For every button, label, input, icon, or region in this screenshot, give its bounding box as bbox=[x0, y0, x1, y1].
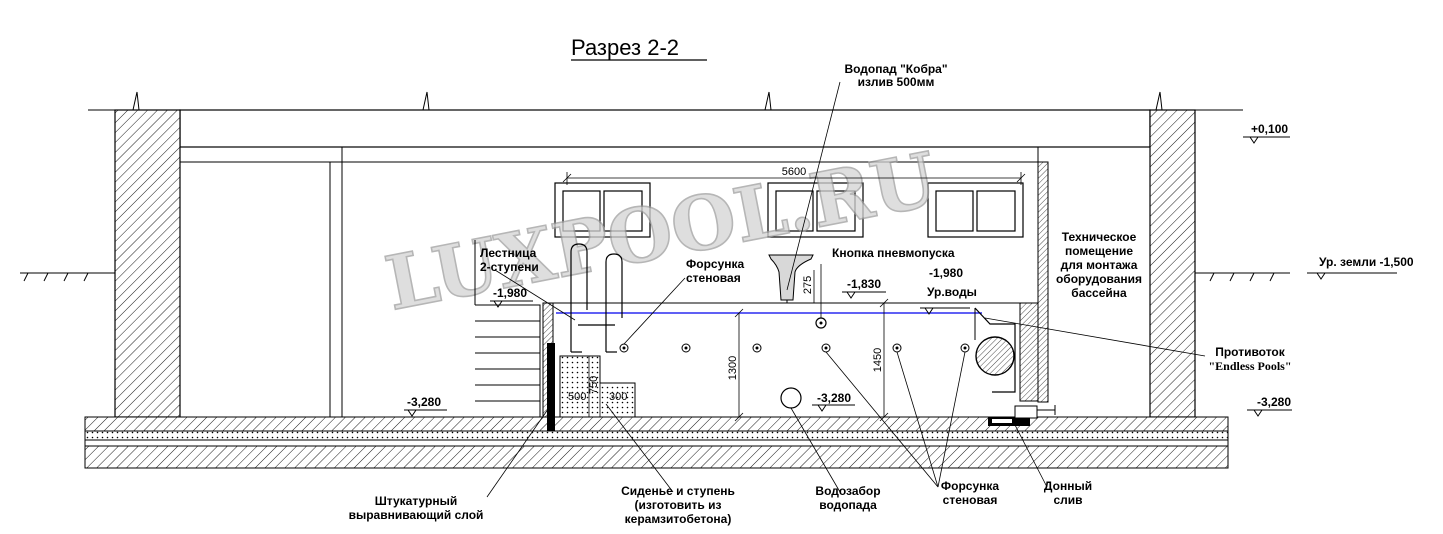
level-pool-edge: -1,830 bbox=[847, 277, 881, 291]
outer-wall-left bbox=[114, 109, 181, 418]
pool-ladder bbox=[570, 243, 623, 353]
inner-structure bbox=[179, 147, 1039, 417]
counterflow-label-2: "Endless Pools" bbox=[1208, 359, 1291, 373]
seat-label-1: Сиденье и ступень bbox=[621, 484, 735, 498]
section-title: Разрез 2-2 bbox=[571, 35, 679, 60]
counterflow-label-1: Противоток bbox=[1215, 345, 1286, 359]
roof-slab bbox=[179, 109, 1151, 148]
dim-depth-right: 1450 bbox=[872, 348, 884, 372]
dim-length: 5600 bbox=[782, 166, 806, 178]
outer-wall-right bbox=[1149, 109, 1196, 418]
tech-room-label-2: помещение bbox=[1065, 244, 1133, 258]
tech-room-label-3: для монтажа bbox=[1061, 258, 1138, 272]
floor-slab bbox=[84, 416, 1229, 432]
bottom-drain bbox=[988, 405, 1056, 426]
tech-room-wall bbox=[1037, 161, 1049, 403]
level-marks bbox=[404, 136, 1397, 417]
watermark-text: LUXPOOL.RU bbox=[379, 137, 943, 328]
foundation-base bbox=[84, 445, 1229, 469]
seat-and-step bbox=[559, 355, 636, 418]
level-pool-bottom: -3,280 bbox=[817, 391, 851, 405]
level-top: +0,100 bbox=[1251, 122, 1288, 136]
dim-depth-left: 1300 bbox=[727, 356, 739, 380]
level-right-bottom: -3,280 bbox=[1257, 395, 1291, 409]
seat-label-3: керамзитобетона) bbox=[625, 512, 732, 526]
cobra-waterfall bbox=[768, 254, 814, 303]
air-button bbox=[815, 317, 827, 329]
air-button-label: Кнопка пневмопуска bbox=[832, 246, 955, 260]
waterfall-label-2: излив 500мм bbox=[858, 75, 935, 89]
waterfall-label-1: Водопад "Кобра" bbox=[844, 62, 947, 76]
windows bbox=[554, 182, 1024, 238]
tech-room-label-4: оборудования bbox=[1056, 272, 1142, 286]
wall-nozzles bbox=[619, 343, 970, 353]
ground-hatch bbox=[20, 272, 1290, 282]
level-left-floor-upper: -1,980 bbox=[493, 286, 527, 300]
waterfall-intake bbox=[780, 387, 802, 409]
plaster-label-1: Штукатурный bbox=[375, 494, 457, 508]
leader-lines bbox=[486, 81, 1206, 498]
ladder-label-2: 2-ступени bbox=[480, 260, 539, 274]
intake-label-1: Водозабор bbox=[815, 484, 880, 498]
intake-label-2: водопада bbox=[819, 498, 877, 512]
level-left-floor-lower: -3,280 bbox=[407, 395, 441, 409]
seat-label-2: (изготовить из bbox=[635, 498, 722, 512]
nozzle-bottom-label-2: стеновая bbox=[943, 493, 998, 507]
dim-seat-width: 500 bbox=[568, 391, 586, 403]
dim-step-width: 300 bbox=[609, 391, 627, 403]
dim-seat-height: 750 bbox=[588, 376, 600, 394]
drain-label-1: Донный bbox=[1044, 479, 1092, 493]
ladder-label-1: Лестница bbox=[480, 246, 537, 260]
dim-cobra-height: 275 bbox=[802, 276, 814, 294]
drain-label-2: слив bbox=[1053, 493, 1082, 507]
level-water: -1,980 bbox=[929, 266, 963, 280]
nozzle-top-label-2: стеновая bbox=[686, 271, 741, 285]
tech-room-label-1: Техническое bbox=[1062, 230, 1137, 244]
tech-room-label-5: бассейна bbox=[1071, 286, 1127, 300]
water-level-label: Ур.воды bbox=[927, 285, 977, 299]
ground-level-label: Ур. земли -1,500 bbox=[1319, 255, 1414, 269]
plaster-label-2: выравнивающий слой bbox=[349, 508, 484, 522]
counterflow-unit bbox=[974, 307, 1016, 393]
nozzle-top-label-1: Форсунка bbox=[686, 257, 745, 271]
nozzle-bottom-label-1: Форсунка bbox=[941, 479, 1000, 493]
foundation-layer-2 bbox=[84, 439, 1229, 447]
dimension-lines bbox=[562, 172, 1026, 422]
foundation-layer-1 bbox=[84, 430, 1229, 441]
